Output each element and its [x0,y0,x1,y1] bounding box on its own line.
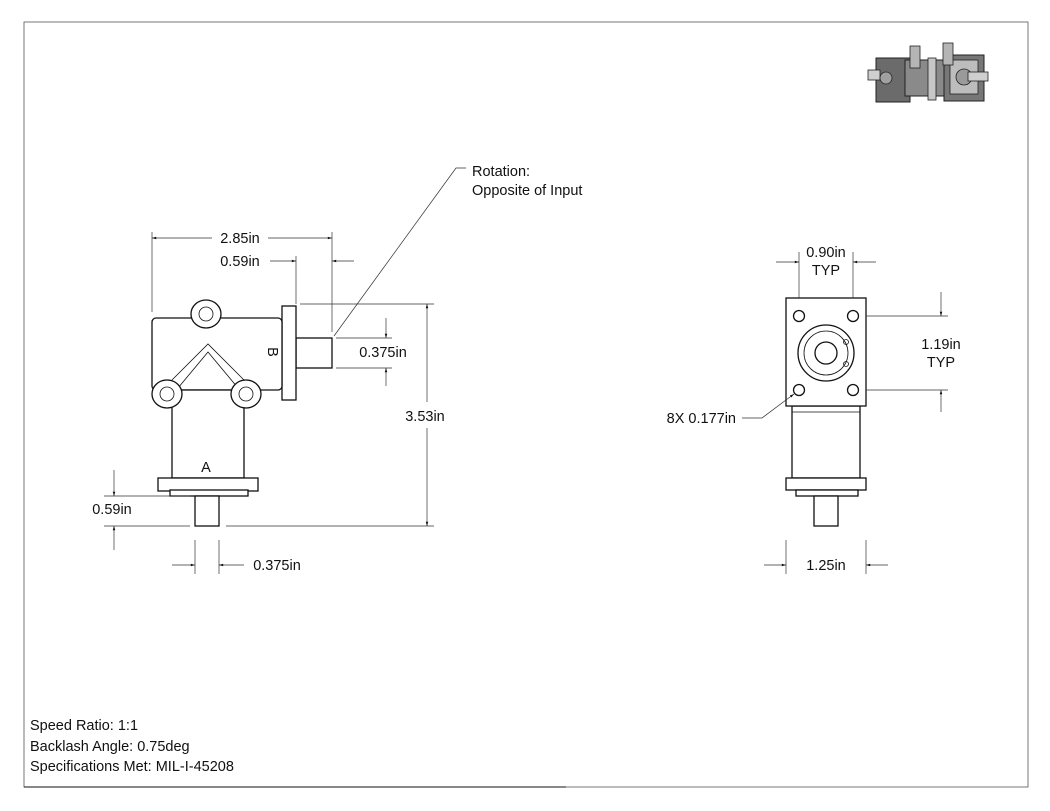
dim-shaft-a-dia: 0.375in [253,558,301,574]
boss-left [151,379,183,409]
spec-notes: Speed Ratio: 1:1 Backlash Angle: 0.75deg… [30,716,234,778]
gear-boss-outline-2 [171,343,245,381]
side-view-dimensions: 0.90in TYP 1.19in TYP 1.25in 8X 0.177in [667,245,961,574]
gear-boss-outline [177,351,239,389]
side-shaft-end [814,341,838,365]
front-view: A B [151,299,333,527]
isometric-thumbnail [867,42,989,103]
dim-body-width: 1.25in [806,558,846,574]
boss-right [230,379,262,409]
side-bottom-flange [785,477,867,491]
note-specifications: Specifications Met: MIL-I-45208 [30,759,234,775]
housing-vertical [171,389,245,479]
boss-top [190,299,222,329]
dim-flange-height-note: TYP [927,355,955,371]
boss-right-hole [238,386,254,402]
shaft-a [194,495,220,527]
dim-overall-width: 2.85in [220,231,260,247]
side-view [785,297,867,527]
flange-a-step [169,489,249,497]
dim-flange-height: 1.19in [921,337,961,353]
flange-hole-tl [792,309,806,323]
front-view-dimensions: 2.85in 0.59in 0.375in 3.53in 0.59in 0.37… [92,164,582,574]
flange-hole-br [846,383,860,397]
note-speed-ratio: Speed Ratio: 1:1 [30,718,139,734]
side-shaft [813,495,839,527]
callout-rotation-line1: Rotation: [472,164,530,180]
boss-left-hole [159,386,175,402]
dim-shaft-a-length: 0.59in [92,502,132,518]
note-backlash: Backlash Angle: 0.75deg [30,738,190,755]
flange-b [281,305,297,401]
dim-overall-height: 3.53in [405,409,445,425]
dim-flange-width: 0.90in [806,245,846,261]
callout-rotation-line2: Opposite of Input [472,183,582,199]
flange-a [157,477,259,492]
callout-holes: 8X 0.177in [667,411,736,427]
shaft-b-marking: B [264,347,280,357]
flange-hole-bl [792,383,806,397]
shaft-b [295,337,333,369]
boss-top-hole [198,306,214,322]
dim-shaft-b-dia: 0.375in [359,345,407,361]
dim-shaft-b-length: 0.59in [220,254,260,270]
side-body [791,405,861,479]
dim-flange-width-note: TYP [812,263,840,279]
housing-horizontal [151,317,283,391]
shaft-a-marking: A [201,460,211,476]
side-bottom-flange-step [795,489,859,497]
flange-hole-tr [846,309,860,323]
